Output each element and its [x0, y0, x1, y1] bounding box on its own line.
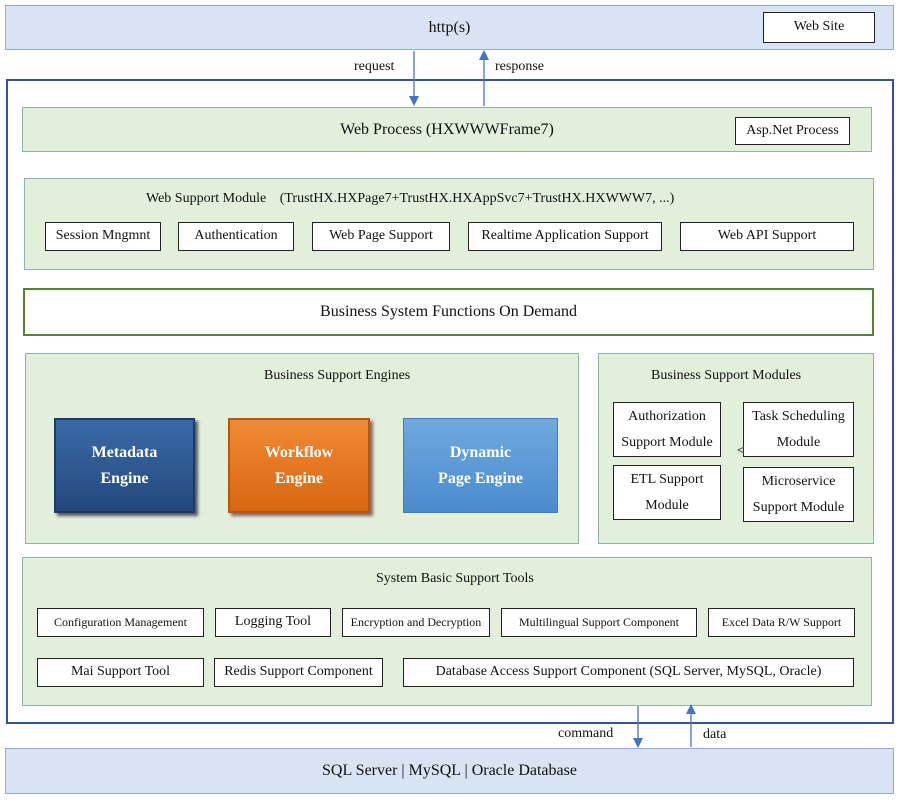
database-access-box: Database Access Support Component (SQL S…: [403, 658, 854, 687]
encryption-label: Encryption and Decryption: [350, 615, 482, 630]
dynamic-page-engine-line1: Dynamic: [449, 443, 512, 461]
task-scheduling-module-line1: Task Scheduling: [752, 408, 845, 424]
configuration-management-box: Configuration Management: [37, 608, 204, 637]
web-support-components: (TrustHX.HXPage7+TrustHX.HXAppSvc7+Trust…: [279, 191, 675, 206]
web-process-band: Web Process (HXWWWFrame7): [22, 107, 872, 152]
web-api-support-label: Web API Support: [717, 228, 817, 244]
website-label: Web Site: [793, 19, 845, 35]
workflow-engine-line2: Engine: [274, 469, 323, 487]
web-process-title: Web Process (HXWWWFrame7): [340, 120, 554, 138]
database-access-label: Database Access Support Component (SQL S…: [435, 664, 822, 680]
workflow-engine-line1: Workflow: [264, 443, 334, 461]
logging-tool-box: Logging Tool: [215, 608, 331, 637]
database-band: SQL Server | MySQL | Oracle Database: [5, 748, 894, 794]
etl-module-line1: ETL Support: [630, 471, 704, 487]
mail-support-label: Mai Support Tool: [70, 664, 171, 680]
web-support-title: Web Support Module: [146, 191, 267, 206]
business-functions-box: Business System Functions On Demand: [23, 288, 874, 336]
aspnet-process-box: Asp.Net Process: [735, 117, 850, 145]
web-support-header: Web Support Module (TrustHX.HXPage7+Trus…: [146, 191, 674, 207]
business-functions-label: Business System Functions On Demand: [320, 303, 577, 320]
support-engines-title: Business Support Engines: [264, 368, 411, 383]
http-band: http(s): [5, 5, 894, 50]
metadata-engine-line1: Metadata: [91, 443, 158, 461]
microservice-module-line1: Microservice: [761, 473, 836, 489]
response-label: response: [495, 59, 544, 74]
realtime-app-support-box: Realtime Application Support: [468, 222, 662, 251]
data-label: data: [703, 727, 727, 742]
authentication-box: Authentication: [178, 222, 294, 251]
authentication-label: Authentication: [194, 228, 278, 244]
command-label: command: [558, 726, 614, 741]
microservice-module-line2: Support Module: [752, 499, 845, 515]
redis-support-label: Redis Support Component: [224, 664, 373, 680]
framework-container: [6, 79, 894, 724]
encryption-box: Encryption and Decryption: [342, 608, 490, 637]
metadata-engine-line2: Engine: [100, 469, 149, 487]
task-scheduling-module-line2: Module: [776, 434, 821, 450]
session-management-label: Session Mngmnt: [55, 228, 151, 244]
multilingual-label: Multilingual Support Component: [518, 615, 679, 630]
mail-support-box: Mai Support Tool: [37, 658, 204, 687]
http-label: http(s): [428, 18, 471, 36]
web-page-support-box: Web Page Support: [312, 222, 450, 251]
aspnet-process-label: Asp.Net Process: [746, 122, 839, 138]
dynamic-page-engine-line2: Page Engine: [438, 469, 523, 487]
authorization-module-line2: Support Module: [621, 434, 713, 450]
etl-module-line2: Module: [645, 497, 689, 513]
web-api-support-box: Web API Support: [680, 222, 854, 251]
authorization-module-line1: Authorization: [628, 408, 706, 424]
excel-support-box: Excel Data R/W Support: [708, 608, 855, 637]
basic-tools-title: System Basic Support Tools: [376, 571, 534, 586]
multilingual-box: Multilingual Support Component: [501, 608, 697, 637]
module-link-arrow: [736, 446, 745, 454]
web-page-support-label: Web Page Support: [329, 228, 433, 244]
realtime-app-support-label: Realtime Application Support: [481, 228, 649, 244]
configuration-management-label: Configuration Management: [54, 615, 187, 630]
session-management-box: Session Mngmnt: [45, 222, 161, 251]
database-label: SQL Server | MySQL | Oracle Database: [322, 762, 577, 779]
support-modules-title: Business Support Modules: [651, 368, 802, 383]
request-label: request: [354, 59, 395, 74]
redis-support-box: Redis Support Component: [214, 658, 383, 687]
excel-support-label: Excel Data R/W Support: [721, 615, 842, 630]
logging-tool-label: Logging Tool: [234, 614, 312, 630]
website-box: Web Site: [763, 12, 875, 43]
